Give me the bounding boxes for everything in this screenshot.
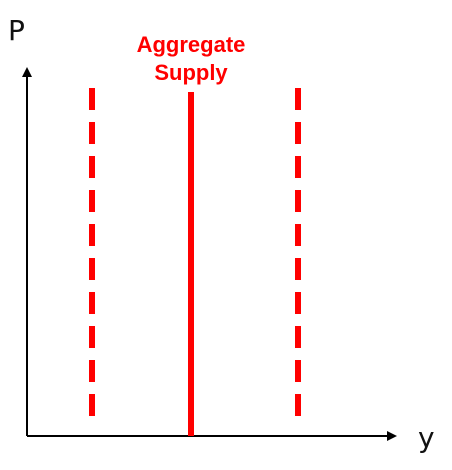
- y-axis-label: P: [8, 14, 25, 47]
- x-axis-label: y: [418, 421, 435, 454]
- aggregate-supply-label-line1: Aggregate: [137, 32, 246, 57]
- aggregate-supply-label-line2: Supply: [154, 60, 228, 85]
